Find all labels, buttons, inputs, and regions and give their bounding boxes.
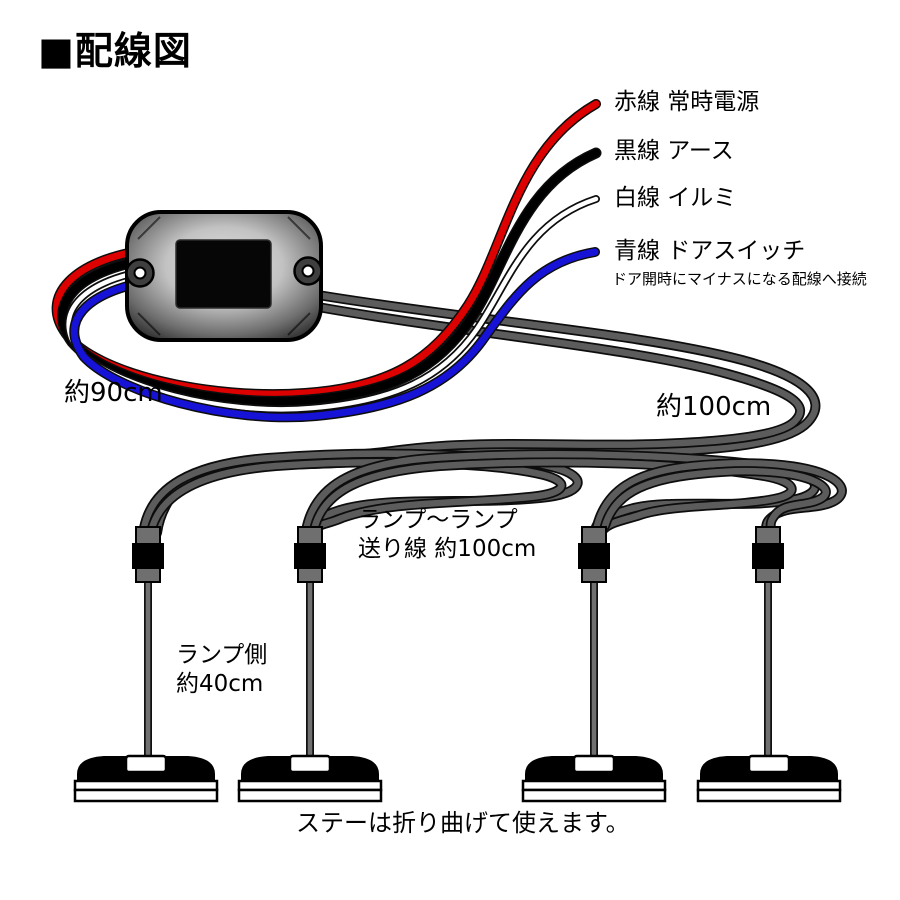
lamp-side-line1: ランプ側: [176, 642, 268, 668]
screw-tab-right: [293, 256, 323, 286]
legend-label-red: 赤線 常時電源: [614, 89, 760, 115]
control-box-screen: [175, 239, 272, 309]
screw-tab-left: [125, 258, 155, 288]
measurement-lamp-side: ランプ側約40cm: [176, 641, 267, 699]
lamp-to-lamp-cable-3: [592, 458, 847, 535]
lamp-side-line2: 約40cm: [176, 670, 264, 697]
connector-and-stem: [132, 526, 164, 762]
lamp-to-lamp-line2: 送り線 約100cm: [358, 535, 537, 562]
red-wire-path: [51, 99, 601, 400]
connector-and-stem: [294, 526, 326, 762]
lamp-unit: [521, 754, 667, 803]
measurement-100cm: 約100cm: [656, 392, 772, 422]
blue-wire-note: ドア開時にマイナスになる配線へ接続: [612, 270, 867, 288]
lamp-unit: [73, 754, 219, 803]
connector-and-stem: [752, 526, 784, 762]
control-box: [125, 210, 323, 342]
footnote: ステーは折り曲げて使えます。: [296, 809, 630, 837]
page-title: ■配線図: [38, 29, 192, 73]
lamp-units: [73, 754, 842, 803]
legend-label-white: 白線 イルミ: [614, 185, 737, 211]
blue-wire-path: [69, 247, 600, 423]
black-wire-path: [57, 147, 602, 407]
lamp-connectors: [132, 526, 784, 762]
legend-label-black: 黒線 アース: [614, 138, 734, 164]
measurement-90cm: 約90cm: [64, 378, 163, 408]
lamp-unit: [696, 754, 842, 803]
lamp-to-lamp-cable-1: [139, 448, 583, 535]
connector-and-stem: [578, 526, 610, 762]
legend-label-blue: 青線 ドアスイッチ: [614, 238, 806, 264]
white-wire-path: [64, 195, 600, 414]
measurement-lamp-to-lamp: ランプ～ランプ送り線 約100cm: [358, 506, 536, 564]
lamp-to-lamp-line1: ランプ～ランプ: [358, 507, 518, 533]
lamp-unit: [237, 754, 383, 803]
